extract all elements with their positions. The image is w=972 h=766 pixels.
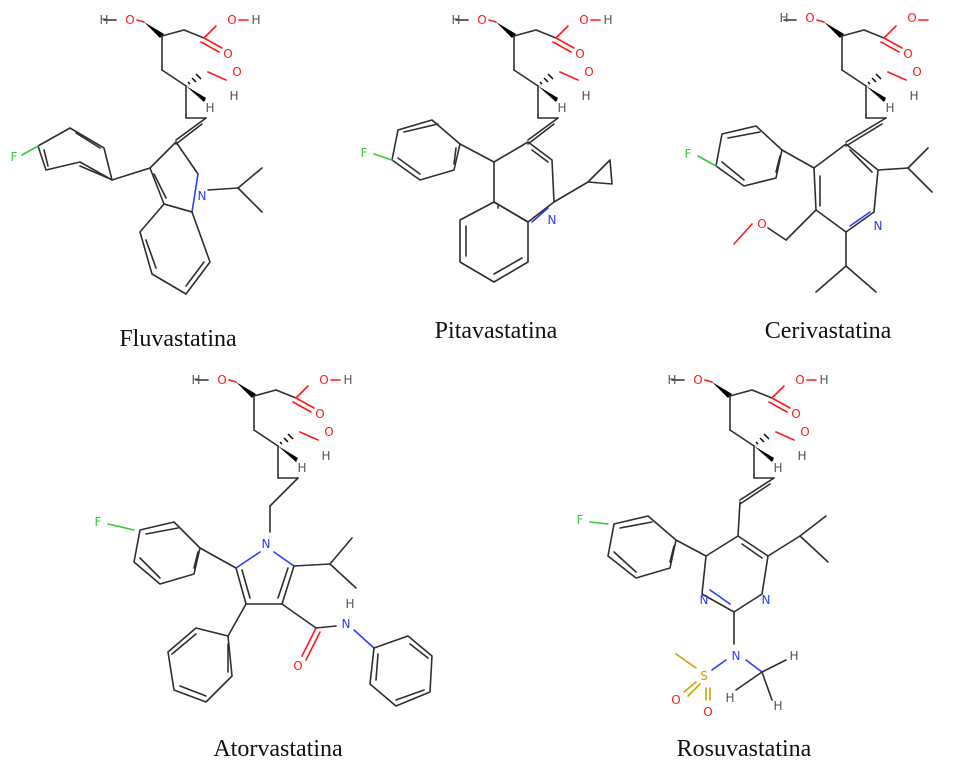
atom-h: H (205, 101, 214, 115)
atom-o: O (315, 407, 324, 421)
atom-o: O (217, 373, 226, 387)
atom-h: H (229, 89, 238, 103)
atom-h: H (99, 13, 108, 27)
label-atorvastatina: Atorvastatina (213, 736, 343, 762)
atom-o: O (477, 13, 486, 27)
atom-o: O (791, 407, 800, 421)
atom-h: H (819, 373, 828, 387)
atom-h: H (773, 699, 782, 713)
atom-h: H (345, 597, 354, 611)
atom-o: O (903, 47, 912, 61)
atom-h: H (451, 13, 460, 27)
atom-h: H (343, 373, 352, 387)
atom-h: H (297, 461, 306, 475)
atom-o: O (575, 47, 584, 61)
atom-n: N (700, 593, 709, 607)
atom-n: N (762, 593, 771, 607)
molecule-cerivastatin: H O O O O H H N O F Ceriv (685, 11, 933, 344)
label-cerivastatina: Cerivastatina (765, 318, 892, 344)
atom-o: O (319, 373, 328, 387)
atom-f: F (577, 513, 584, 527)
atom-o: O (125, 13, 134, 27)
atom-o: O (800, 425, 809, 439)
atom-f: F (361, 146, 368, 160)
label-rosuvastatina: Rosuvastatina (677, 736, 812, 762)
molecule-pitavastatin: H O O H O O H H N F Pitavastatina (361, 13, 613, 344)
atom-h: H (779, 11, 788, 25)
atom-h: H (251, 13, 260, 27)
atom-h: H (797, 449, 806, 463)
label-pitavastatina: Pitavastatina (435, 318, 558, 344)
atom-o: O (703, 705, 712, 719)
atom-f: F (685, 147, 692, 161)
atom-h: H (557, 101, 566, 115)
atom-n: N (198, 189, 207, 203)
atom-o: O (907, 11, 916, 25)
atom-o: O (324, 425, 333, 439)
atom-h: H (885, 101, 894, 115)
atom-n: N (732, 649, 741, 663)
atom-h: H (667, 373, 676, 387)
atom-h: H (909, 89, 918, 103)
atom-n: N (548, 213, 557, 227)
atom-n: N (262, 537, 271, 551)
atom-o: O (293, 659, 302, 673)
atom-o: O (579, 13, 588, 27)
atom-o: O (757, 217, 766, 231)
atom-h: H (725, 691, 734, 705)
atom-h: H (789, 649, 798, 663)
label-fluvastatina: Fluvastatina (119, 326, 237, 352)
atom-o: O (795, 373, 804, 387)
atom-o: O (223, 47, 232, 61)
atom-o: O (805, 11, 814, 25)
atom-h: H (581, 89, 590, 103)
atom-o: O (584, 65, 593, 79)
atom-h: H (773, 461, 782, 475)
atom-o: O (232, 65, 241, 79)
atom-h: H (191, 373, 200, 387)
atom-n: N (342, 617, 351, 631)
molecule-fluvastatin: H O O H O O H H N F Fluva (11, 13, 263, 352)
atom-f: F (95, 515, 102, 529)
atom-o: O (912, 65, 921, 79)
atom-o: O (693, 373, 702, 387)
atom-h: H (321, 449, 330, 463)
atom-h: H (603, 13, 612, 27)
atom-f: F (11, 150, 18, 164)
molecule-atorvastatin: H O O H O O H H N O N H (95, 373, 433, 762)
atom-s: S (700, 669, 708, 683)
atom-n: N (874, 219, 883, 233)
atom-o: O (671, 693, 680, 707)
molecule-rosuvastatin: H O O H O O H H N N N H H H S (577, 373, 829, 762)
atom-o: O (227, 13, 236, 27)
